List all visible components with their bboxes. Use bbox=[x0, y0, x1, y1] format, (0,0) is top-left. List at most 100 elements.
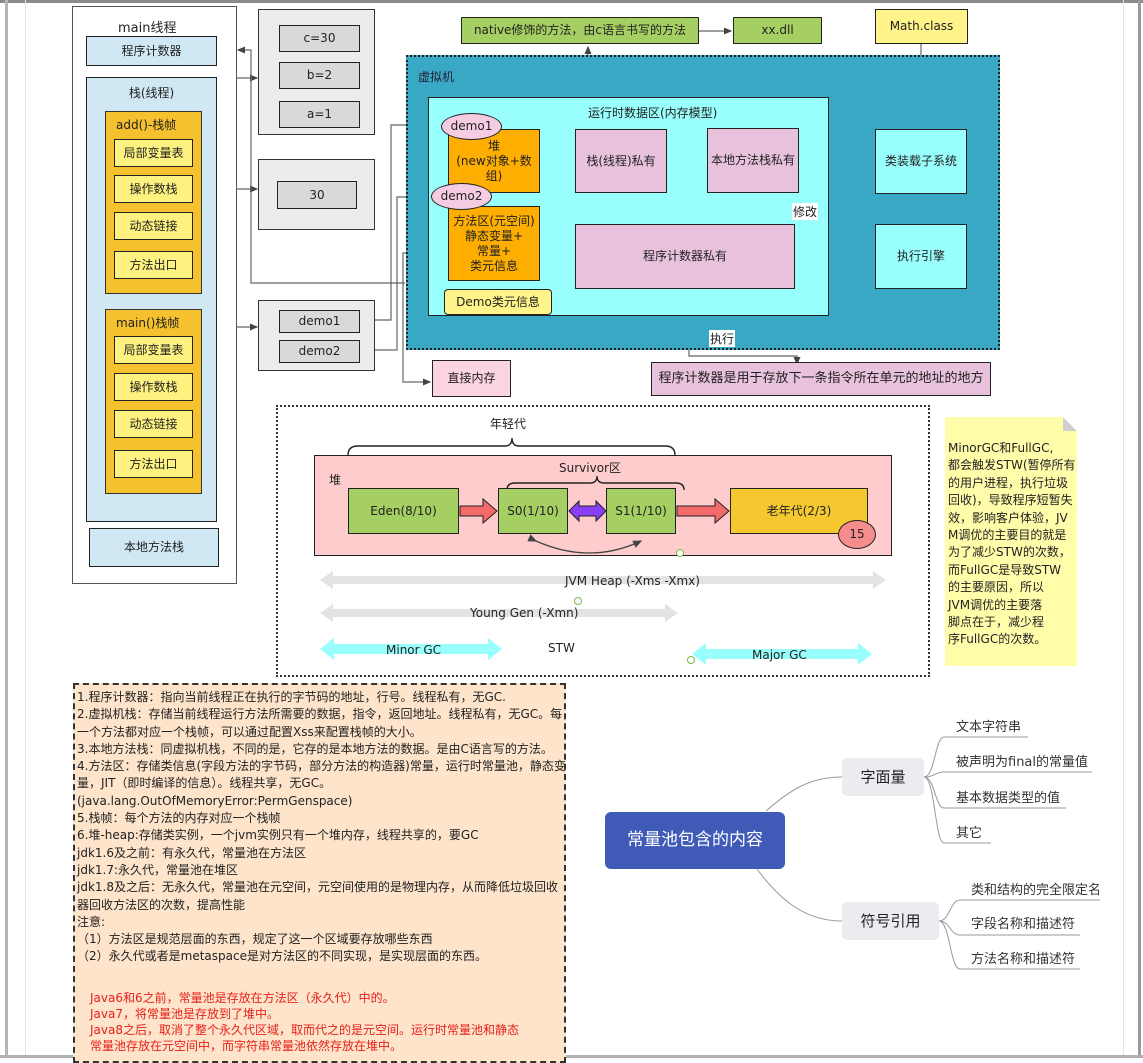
demo-class-info-box[interactable]: Demo类元信息 bbox=[444, 289, 552, 315]
major-gc-label: Major GC bbox=[752, 648, 807, 662]
stack-private-box[interactable]: 栈(线程)私有 bbox=[575, 129, 667, 193]
swap-curve bbox=[527, 534, 643, 554]
heap-label: 堆 bbox=[487, 138, 500, 153]
text-line: 而FullGC是导致STW bbox=[948, 562, 1062, 577]
anchor-dot bbox=[676, 549, 684, 557]
program-counter-box[interactable]: 程序计数器 bbox=[86, 36, 217, 66]
branch-label: 符号引用 bbox=[860, 911, 921, 930]
mindmap-leaf[interactable]: 文本字符串 bbox=[956, 720, 1022, 735]
text-line: (java.lang.OutOfMemoryError:PermGenspace… bbox=[77, 793, 353, 808]
var-label: a=1 bbox=[306, 107, 333, 121]
local-var-b[interactable]: b=2 bbox=[279, 62, 360, 89]
demo2-label: demo2 bbox=[440, 189, 483, 203]
main-method-exit[interactable]: 方法出口 bbox=[114, 450, 193, 478]
notes-text: 1.程序计数器：指向当前线程正在执行的字节码的地址，行号。线程私有，无GC.2.… bbox=[77, 689, 566, 966]
item-label: 局部变量表 bbox=[123, 145, 184, 160]
native-stack-private-box[interactable]: 本地方法栈私有 bbox=[707, 128, 799, 193]
demo-class-info-label: Demo类元信息 bbox=[456, 294, 540, 309]
text-line: 5.栈帧：每个方法的内存对应一个栈帧 bbox=[77, 811, 281, 826]
s1-box[interactable]: S1(1/10) bbox=[606, 488, 676, 534]
text-line: jdk1.8及之后：无永久代，常量池在元空间，元空间使用的是物理内存，从而降低垃… bbox=[77, 880, 558, 895]
main-operand-stack[interactable]: 操作数栈 bbox=[114, 373, 193, 401]
runtime-title: 运行时数据区(内存模型) bbox=[588, 106, 718, 120]
main-dynamic-link[interactable]: 动态链接 bbox=[114, 410, 193, 438]
eden-label: Eden(8/10) bbox=[370, 503, 437, 518]
var-label: b=2 bbox=[306, 68, 333, 82]
native-method-stack-box[interactable]: 本地方法栈 bbox=[89, 528, 219, 567]
direct-memory-box[interactable]: 直接内存 bbox=[432, 360, 511, 397]
mindmap-leaf[interactable]: 被声明为final的常量值 bbox=[956, 755, 1089, 770]
eden-box[interactable]: Eden(8/10) bbox=[348, 488, 459, 534]
pc-description-box[interactable]: 程序计数器是用于存放下一条指令所在单元的地址的地方 bbox=[651, 362, 991, 396]
text-line: 量，JIT（即时编译的信息）。线程共享，无GC。 bbox=[77, 776, 332, 791]
item-label: 方法出口 bbox=[129, 456, 178, 471]
window-top-border bbox=[0, 0, 1143, 3]
operand-label: 30 bbox=[309, 187, 325, 202]
text-line: Java8之后，取消了整个永久代区域，取而代之的是元空间。运行时常量池和静态 bbox=[90, 1023, 519, 1037]
text-line: 序FullGC的次数。 bbox=[948, 632, 1047, 647]
add-method-exit[interactable]: 方法出口 bbox=[114, 251, 193, 279]
mindmap-leaf[interactable]: 方法名称和描述符 bbox=[971, 952, 1076, 967]
jvm-heap-arrow bbox=[320, 571, 886, 589]
window-scrollbar[interactable] bbox=[1138, 0, 1141, 1058]
mindmap-leaf[interactable]: 基本数据类型的值 bbox=[956, 791, 1061, 806]
add-local-vars[interactable]: 局部变量表 bbox=[114, 139, 193, 167]
mindmap-root[interactable]: 常量池包含的内容 bbox=[605, 812, 785, 869]
dll-box[interactable]: xx.dll bbox=[733, 17, 822, 44]
local-var-c[interactable]: c=30 bbox=[279, 25, 360, 52]
method-area-line: 方法区(元空间) bbox=[453, 213, 535, 228]
class-loader-box[interactable]: 类装载子系统 bbox=[875, 129, 967, 194]
mindmap-branch-symbolic-refs[interactable]: 符号引用 bbox=[842, 902, 939, 940]
local-var-a[interactable]: a=1 bbox=[279, 101, 360, 128]
text-line: 常量池存放在元空间中，而字符串常量池依然存放在堆中。 bbox=[90, 1039, 403, 1053]
connector-pc-return bbox=[236, 46, 405, 284]
item-label: 操作数栈 bbox=[129, 181, 178, 196]
text-line: 4.方法区：存储类信息(字段方法的字节码，部分方法的构造器)常量，运行时常量池，… bbox=[77, 759, 566, 774]
program-counter-label: 程序计数器 bbox=[121, 43, 182, 58]
text-line: MinorGC和FullGC, bbox=[948, 441, 1054, 455]
item-label: 局部变量表 bbox=[123, 342, 184, 357]
method-area-box[interactable]: 方法区(元空间) 静态变量+ 常量+ 类元信息 bbox=[448, 206, 540, 281]
old-gen-box[interactable]: 老年代(2/3) bbox=[730, 488, 868, 534]
item-label: 方法出口 bbox=[129, 257, 178, 272]
old-gen-label: 老年代(2/3) bbox=[766, 503, 832, 518]
text-line: 回收)，导致程序短暂失 bbox=[948, 493, 1073, 508]
native-stack-label: 本地方法栈 bbox=[123, 540, 184, 554]
demo1-label: demo1 bbox=[450, 119, 493, 133]
text-line: 的主要原因，所以 bbox=[948, 580, 1045, 595]
s1-label: S1(1/10) bbox=[615, 503, 667, 518]
young-gen-label: 年轻代 bbox=[490, 417, 527, 431]
native-stack-private-label: 本地方法栈私有 bbox=[710, 153, 795, 167]
mindmap-branch-literals[interactable]: 字面量 bbox=[842, 758, 924, 796]
local-var-demo2[interactable]: demo2 bbox=[279, 340, 360, 363]
text-line: 脚点在于，减少程 bbox=[948, 615, 1045, 630]
text-line: 3.本地方法栈：同虚拟机栈，不同的是，它存的是本地方法的数据。是由C语言写的方法… bbox=[77, 741, 553, 756]
var-label: demo2 bbox=[298, 344, 341, 358]
method-area-line: 类元信息 bbox=[469, 258, 518, 273]
execution-engine-box[interactable]: 执行引擎 bbox=[875, 224, 967, 289]
canvas-right-guide bbox=[1123, 0, 1124, 1058]
add-dynamic-link[interactable]: 动态链接 bbox=[114, 212, 193, 240]
s1-to-old-arrow bbox=[676, 497, 730, 525]
s0-s1-swap-arrow bbox=[568, 499, 607, 523]
mindmap-leaf[interactable]: 字段名称和描述符 bbox=[971, 917, 1076, 932]
math-class-box[interactable]: Math.class bbox=[875, 9, 968, 44]
demo1-object[interactable]: demo1 bbox=[441, 113, 502, 140]
sticky-note[interactable] bbox=[945, 417, 1077, 666]
text-line: jdk1.6及之前：有永久代，常量池在方法区 bbox=[77, 845, 306, 860]
native-method-box[interactable]: native修饰的方法，由c语言书写的方法 bbox=[461, 17, 699, 44]
method-area-line: 静态变量+ bbox=[464, 228, 524, 243]
text-line: 6.堆-heap:存储类实例，一个jvm实例只有一个堆内存，线程共享的，要GC bbox=[77, 828, 479, 843]
mindmap-leaf[interactable]: 类和结构的完全限定名 bbox=[971, 883, 1102, 898]
add-operand-stack[interactable]: 操作数栈 bbox=[114, 175, 193, 203]
operand-value[interactable]: 30 bbox=[277, 181, 357, 209]
thread-title: main线程 bbox=[118, 21, 177, 36]
mindmap-leaf[interactable]: 其它 bbox=[956, 826, 983, 841]
demo2-object[interactable]: demo2 bbox=[431, 183, 492, 210]
local-var-demo1[interactable]: demo1 bbox=[279, 310, 360, 333]
main-local-vars[interactable]: 局部变量表 bbox=[114, 336, 193, 364]
s0-box[interactable]: S0(1/10) bbox=[498, 488, 568, 534]
pc-private-box[interactable]: 程序计数器私有 bbox=[575, 224, 795, 289]
